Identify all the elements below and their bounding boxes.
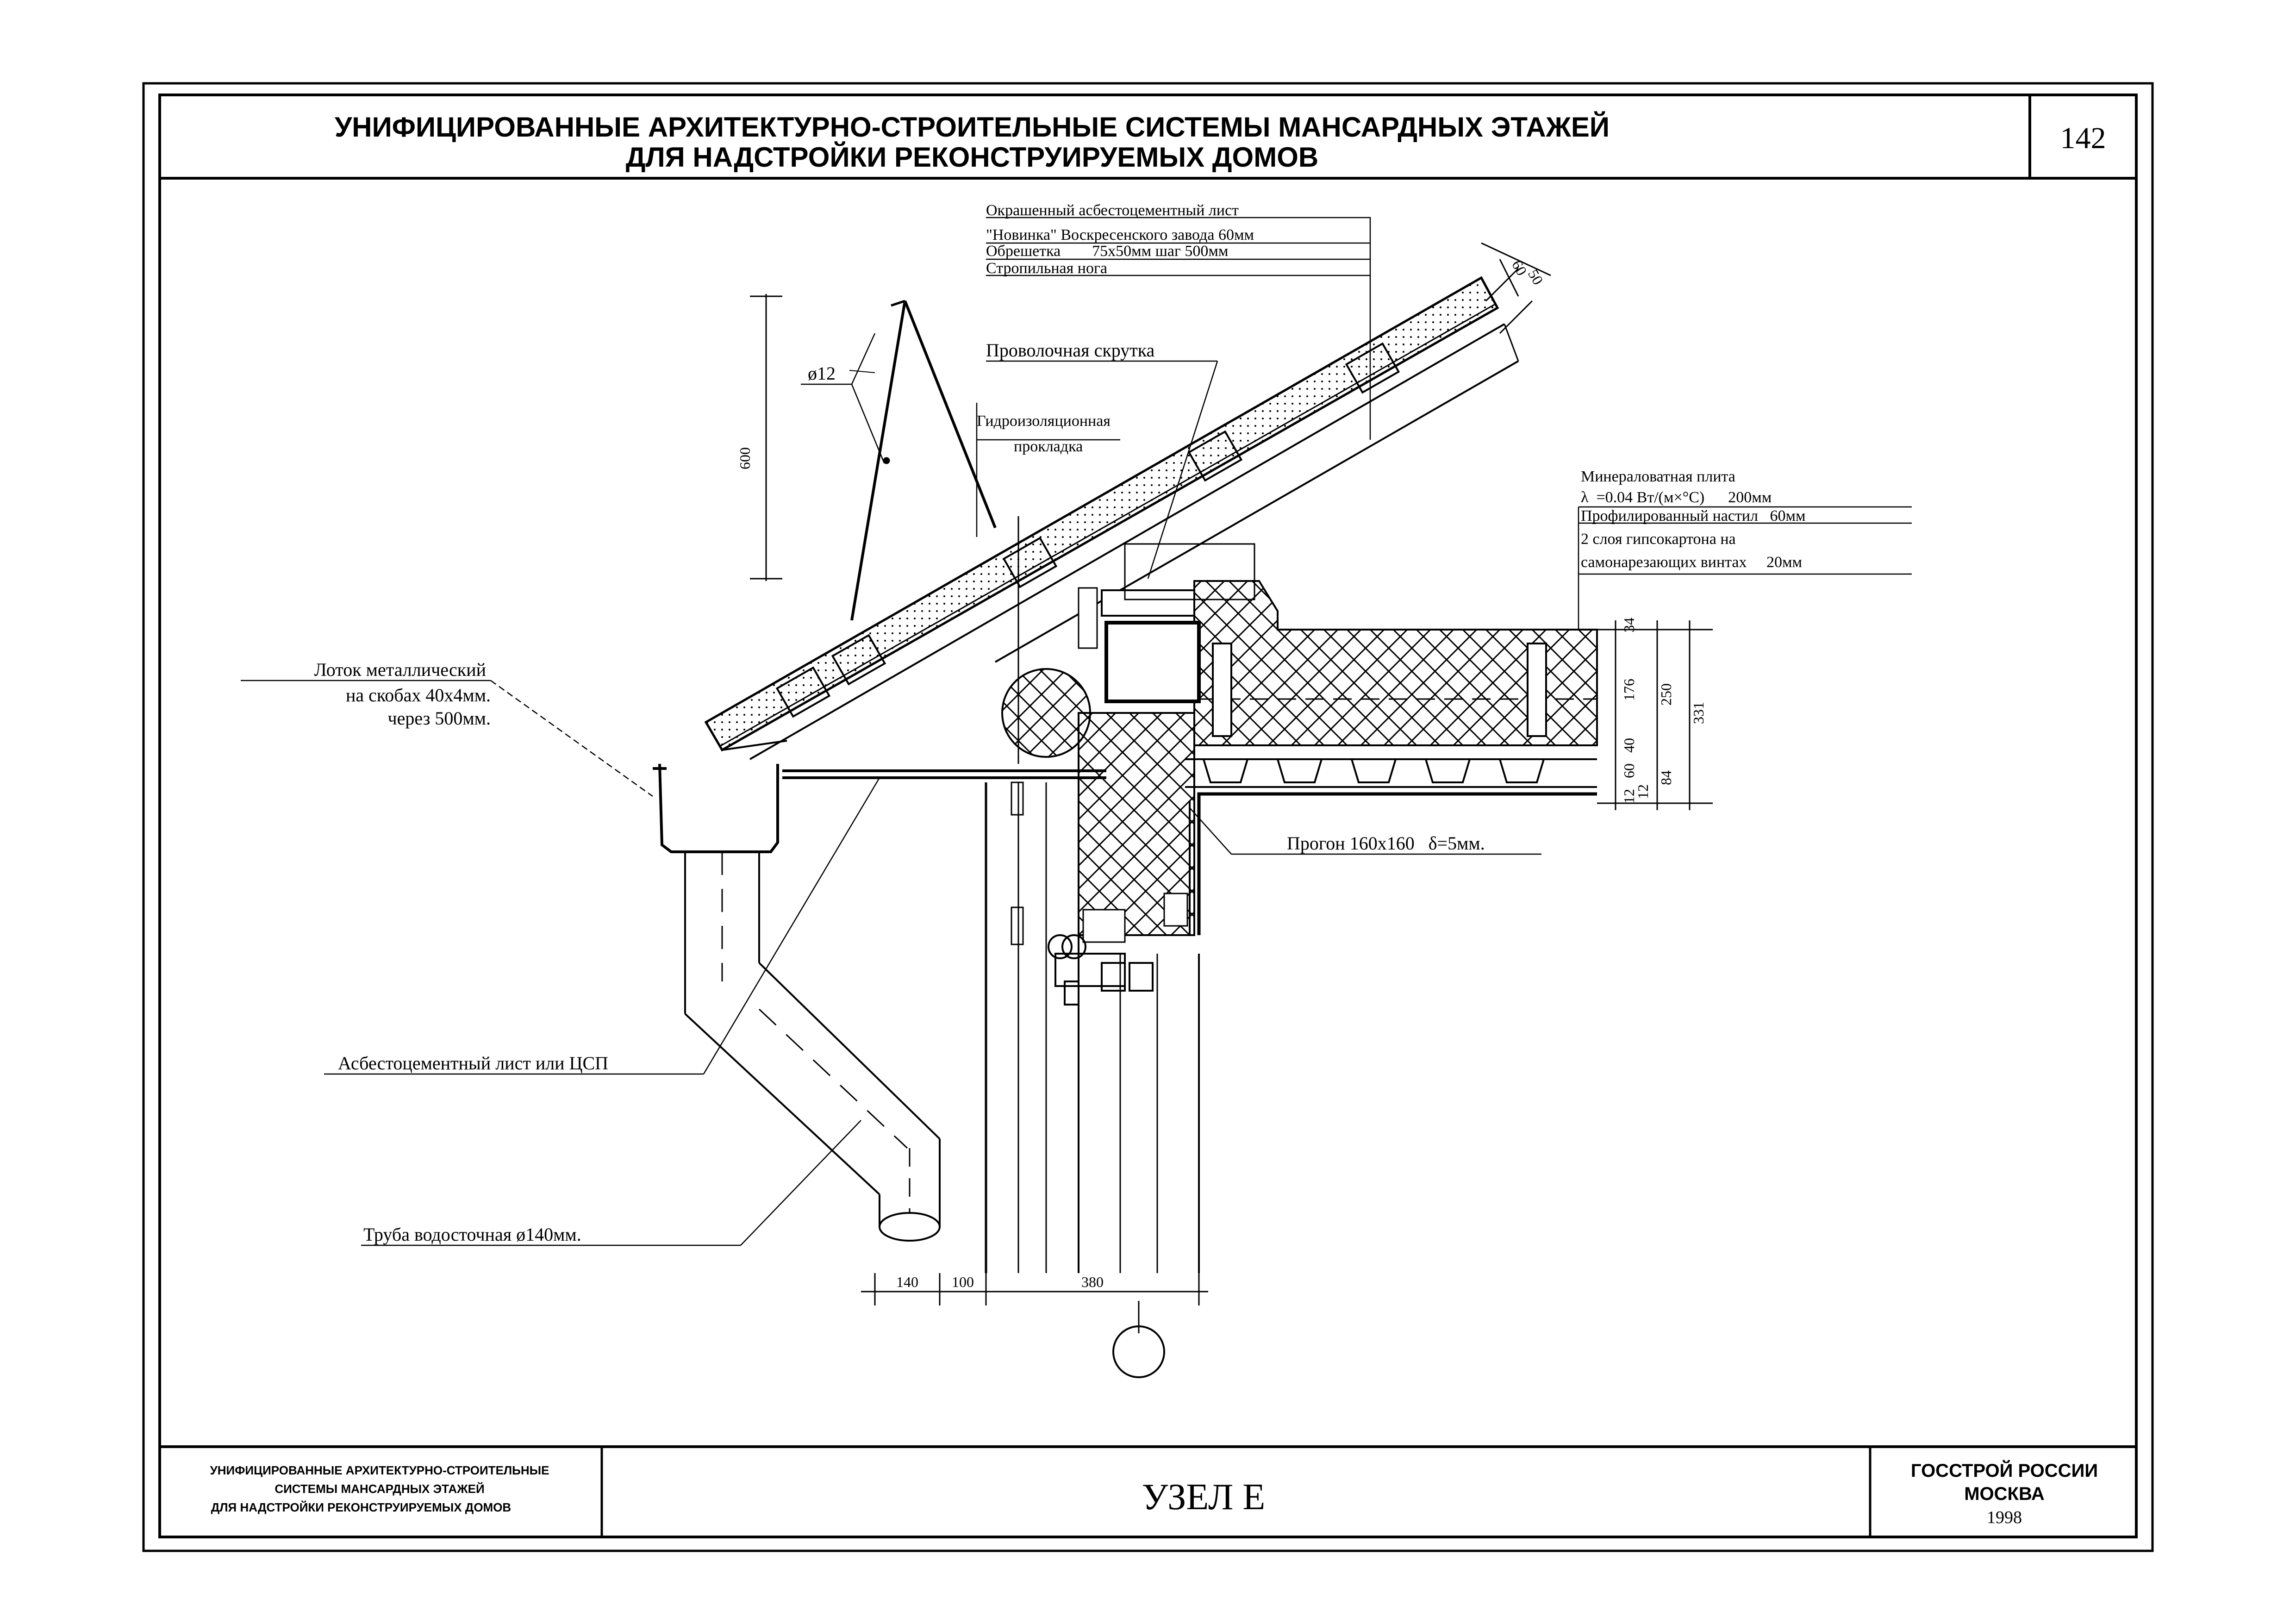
insulation — [1001, 580, 1598, 936]
leaders — [241, 217, 1912, 1246]
ceiling-layer-3: Профилированный настил 60мм — [1581, 507, 1806, 525]
outer-frame — [142, 82, 2154, 1552]
title-block-right-1: ГОССТРОЙ РОССИИ — [1911, 1460, 2098, 1481]
gutter-label-1: Лоток металлический — [314, 659, 486, 680]
wire-bracket — [849, 300, 997, 621]
dim-40: 40 — [1621, 738, 1637, 753]
purlin — [1078, 543, 1255, 943]
gutter-label-2: на скобах 40х4мм. — [346, 685, 491, 706]
ceiling-layer-1: Минераловатная плита — [1581, 468, 1735, 485]
title-block-right-3: 1998 — [1987, 1508, 2022, 1527]
asbestos-sheet-label: Асбестоцементный лист или ЦСП — [338, 1053, 608, 1074]
inner-frame — [158, 94, 2138, 1538]
dim-12a: 12 — [1621, 789, 1637, 804]
ceiling-layer-2: λ =0.04 Вт/(м×°С) 200мм — [1581, 489, 1772, 506]
dim-34: 34 — [1621, 618, 1637, 632]
window-frame — [1048, 934, 1154, 1006]
wire-twist-label: Проволочная скрутка — [986, 340, 1155, 361]
purlin-label: Прогон 160х160 δ=5мм. — [1287, 833, 1485, 854]
dim-250: 250 — [1658, 683, 1674, 706]
dim-84: 84 — [1658, 770, 1674, 785]
downpipe — [684, 852, 941, 1242]
dim-60: 60 — [1621, 763, 1637, 778]
ceiling-layer-4: 2 слоя гипсокартона на — [1581, 531, 1736, 548]
dim-176: 176 — [1621, 679, 1637, 701]
dim-right-chain — [1597, 620, 1713, 810]
dim-600-label: 600 — [736, 447, 753, 469]
waterproof-label-1: Гидроизоляционная — [977, 412, 1111, 430]
title-block-left-1: УНИФИЦИРОВАННЫЕ АРХИТЕКТУРНО-СТРОИТЕЛЬНЫ… — [210, 1463, 549, 1477]
dim-380: 380 — [1081, 1274, 1104, 1290]
dim-331: 331 — [1690, 702, 1707, 724]
gutter-label-3: через 500мм. — [387, 708, 491, 729]
roof-layer-3: Обрешетка 75х50мм шаг 500мм — [986, 243, 1228, 260]
dim-bottom-chain — [861, 1273, 1208, 1378]
ceiling-deck — [1185, 758, 1597, 935]
metal-gutter — [653, 763, 1106, 853]
dim-12b: 12 — [1635, 784, 1651, 799]
header-title-line2: ДЛЯ НАДСТРОЙКИ РЕКОНСТРУИРУЕМЫХ ДОМОВ — [626, 142, 1318, 173]
title-block-left-2: СИСТЕМЫ МАНСАРДНЫХ ЭТАЖЕЙ — [275, 1482, 484, 1496]
sheet-number: 142 — [2060, 121, 2106, 155]
downpipe-label: Труба водосточная ø140мм. — [363, 1224, 581, 1245]
dim-600 — [750, 294, 782, 581]
ceiling-layer-5: самонарезающих винтах 20мм — [1581, 554, 1802, 571]
ceiling-layers-note: Минераловатная плита λ =0.04 Вт/(м×°С) 2… — [1581, 468, 1806, 571]
diameter-label: ø12 — [808, 363, 836, 384]
roof-layer-1: Окрашенный асбестоцементный лист — [986, 202, 1239, 219]
header-title-line1: УНИФИЦИРОВАННЫЕ АРХИТЕКТУРНО-СТРОИТЕЛЬНЫ… — [335, 112, 1610, 143]
title-block-center: УЗЕЛ Е — [1142, 1477, 1266, 1518]
roof-layer-2: "Новинка" Воскресенского завода 60мм — [986, 226, 1254, 244]
dim-roof-thickness — [1481, 242, 1551, 297]
title-block-left-3: ДЛЯ НАДСТРОЙКИ РЕКОНСТРУИРУЕМЫХ ДОМОВ — [211, 1500, 511, 1514]
title-block — [160, 1445, 2136, 1537]
dim-140: 140 — [896, 1274, 918, 1290]
waterproof-label-2: прокладка — [1014, 438, 1083, 455]
roof-layer-4: Стропильная нога — [986, 260, 1107, 277]
title-block-right-2: МОСКВА — [1964, 1484, 2045, 1504]
roof-layers-note: Окрашенный асбестоцементный лист "Новинк… — [986, 202, 1254, 277]
dim-100: 100 — [952, 1274, 974, 1290]
